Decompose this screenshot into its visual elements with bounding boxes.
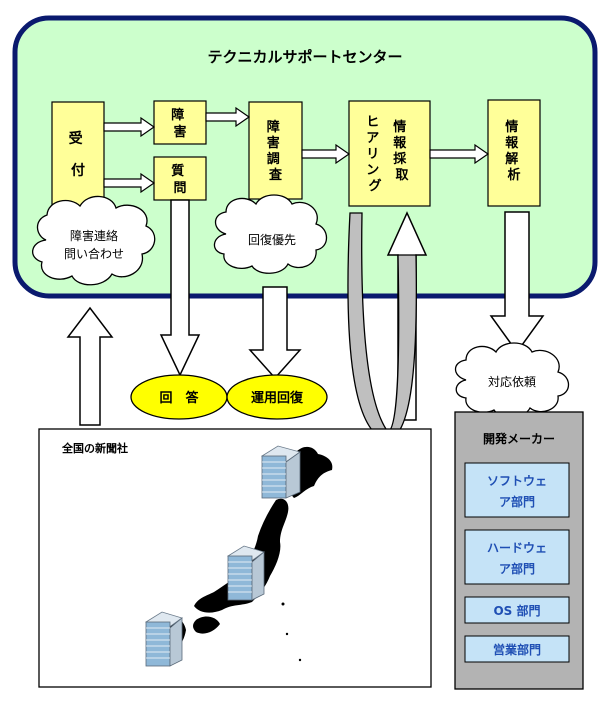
joho-kaiseki-label: 情 報 解 析 xyxy=(504,119,523,183)
joho-kaiseki-box: 情 報 解 析 xyxy=(487,99,541,207)
dept-hardware-line1: ハードウェ xyxy=(487,541,547,555)
cloud-renraku: 障害連絡 問い合わせ xyxy=(32,195,156,286)
unyou-kaifuku-ellipse: 運用回復 xyxy=(226,374,328,420)
building-icon xyxy=(227,545,265,601)
cloud-renraku-line1: 障害連絡 xyxy=(70,228,118,243)
dept-sales-label: 営業部門 xyxy=(493,642,541,657)
cloud-renraku-line2: 問い合わせ xyxy=(64,246,124,261)
joho-saishu-label: 情 報 採 取 xyxy=(393,119,411,183)
dept-os: OS 部門 xyxy=(464,596,570,624)
support-center-title: テクニカルサポートセンター xyxy=(207,48,402,66)
kaitou-label: 回 答 xyxy=(159,390,199,406)
shougai-chousa-label: 障 害 調 査 xyxy=(267,119,285,183)
cloud-taiou-label: 対応依頼 xyxy=(488,374,536,389)
maker-title: 開発メーカー xyxy=(483,431,555,446)
arrow-hearing-to-kaiseki xyxy=(429,143,490,165)
building-icon xyxy=(145,611,183,667)
shitsumon-box: 質 問 xyxy=(153,156,207,201)
dept-hardware: ハードウェ ア部門 xyxy=(464,529,570,585)
unyou-kaifuku-label: 運用回復 xyxy=(251,390,304,406)
shougai-label: 障 害 xyxy=(171,107,189,140)
kaitou-ellipse: 回 答 xyxy=(130,374,228,420)
arrow-kaifuku-to-unyou xyxy=(248,286,302,380)
newspaper-title: 全国の新聞社 xyxy=(61,441,128,455)
arrow-uketsuke-to-shougai xyxy=(103,116,156,138)
uketsuke-label: 受 付 xyxy=(69,130,88,179)
arrow-chousa-to-hearing xyxy=(301,143,351,165)
shitsumon-label: 質 問 xyxy=(171,163,189,196)
dept-software-line1: ソフトウェ xyxy=(487,474,547,488)
dept-software: ソフトウェ ア部門 xyxy=(464,462,570,518)
cloud-kaifuku: 回復優先 xyxy=(213,194,328,274)
dept-os-label: OS 部門 xyxy=(493,603,540,618)
dept-software-line2: ア部門 xyxy=(499,494,535,509)
arrow-shitsumon-to-kaitou xyxy=(159,199,201,377)
dept-hardware-line2: ア部門 xyxy=(499,561,535,576)
uketsuke-box: 受 付 xyxy=(51,101,105,210)
dept-sales: 営業部門 xyxy=(464,635,570,663)
shougai-chousa-box: 障 害 調 査 xyxy=(248,101,303,200)
hearing-box: ヒ ア リ ン グ 情 報 採 取 xyxy=(348,100,431,207)
grey-curve-arrow xyxy=(347,212,417,441)
cloud-taiou: 対応依頼 xyxy=(454,342,570,418)
building-icon xyxy=(260,445,301,499)
cloud-kaifuku-label: 回復優先 xyxy=(248,232,296,247)
arrow-news-to-center xyxy=(66,306,114,426)
hearing-label: ヒ ア リ ン グ xyxy=(366,115,384,194)
arrow-kaiseki-to-maker xyxy=(489,211,545,354)
shougai-box: 障 害 xyxy=(153,100,207,145)
arrow-shougai-to-chousa xyxy=(205,106,251,128)
arrow-uketsuke-to-shitsumon xyxy=(103,172,156,194)
